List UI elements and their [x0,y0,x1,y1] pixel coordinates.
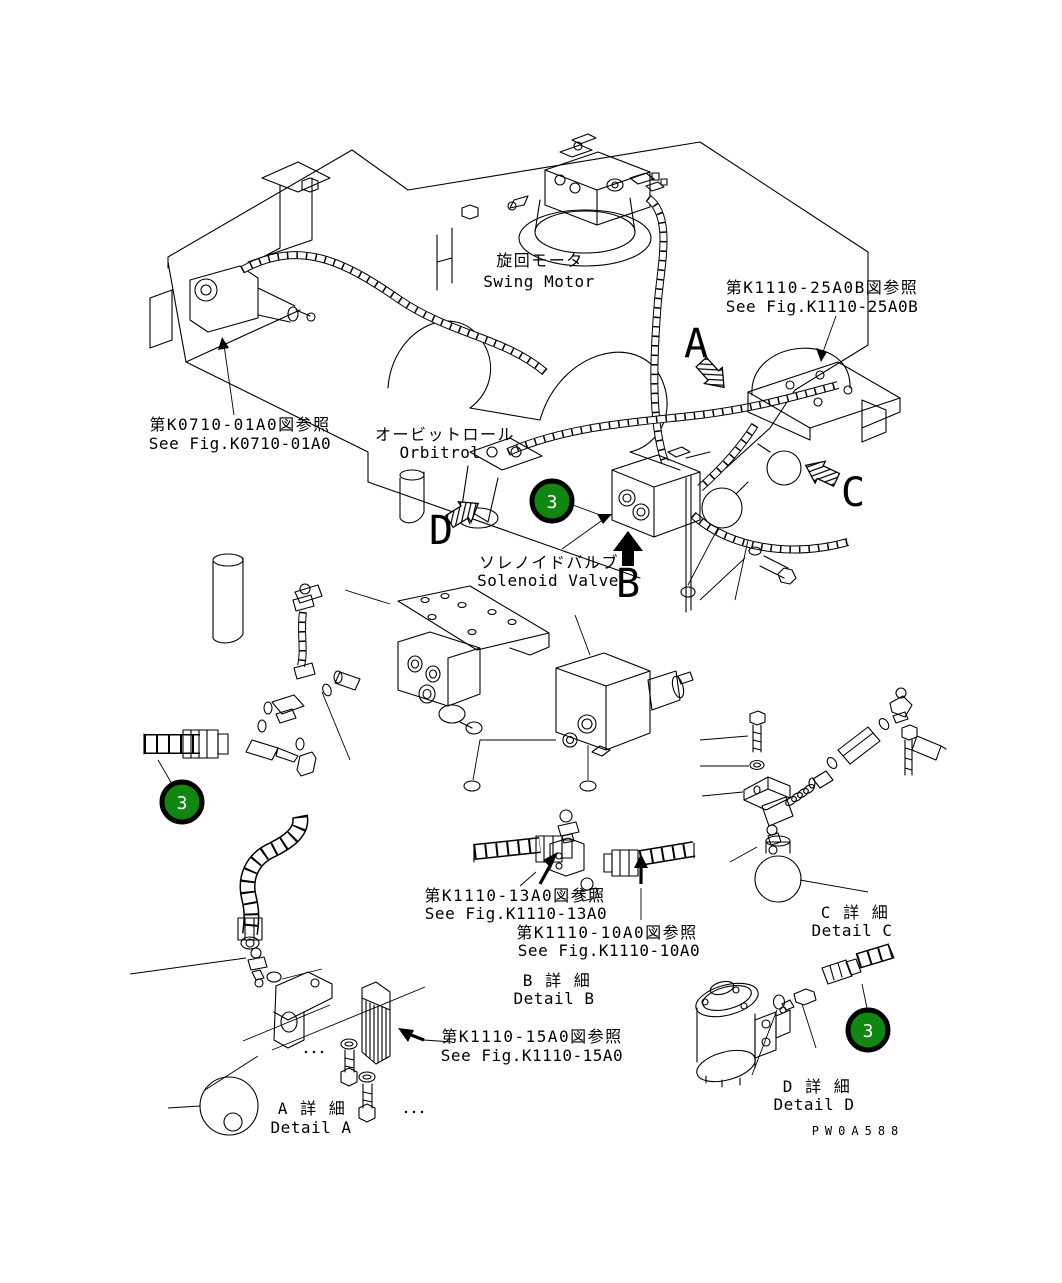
accumulator-group-detail-c [699,687,947,903]
text-labels: 旋回モータ Swing Motor 第K1110-25A0B図参照 See Fi… [149,251,918,1138]
tee-fitting-hoses [474,809,694,920]
mounting-plate-assembly [344,585,591,735]
label-swing-motor-jp: 旋回モータ [496,251,584,270]
label-detail-a-en: Detail A [270,1118,351,1137]
label-detail-b-jp: B 詳 細 [523,971,591,990]
hose-item-3-left [144,729,299,763]
leader-lines-top [218,315,837,550]
label-orbitrol-en: Orbitrol [399,443,480,462]
label-solenoid-jp: ソレノイドバルブ [479,553,619,572]
label-ref-10a0-jp: 第K1110-10A0図参照 [516,923,697,942]
label-ref-15a0-jp: 第K1110-15A0図参照 [441,1027,622,1046]
callout-number: 3 [547,492,558,513]
label-detail-d-jp: D 詳 細 [783,1077,851,1096]
label-orbitrol-jp: オービットロール [375,425,515,444]
drawing-number: PW0A588 [812,1124,905,1138]
callout-number: 3 [863,1021,874,1042]
curved-hose-lower-left [129,816,323,988]
solenoid-valve-unit [611,446,711,538]
view-letter-c: C [841,470,865,516]
pump-joint-k0710 [189,265,316,333]
view-arrow-b: B [613,531,643,607]
view-arrow-d: D [429,492,486,554]
label-ref-25a0b-jp: 第K1110-25A0B図参照 [726,278,918,297]
label-ref-13a0-en: See Fig.K1110-13A0 [425,904,607,923]
label-ref-13a0-jp: 第K1110-13A0図参照 [424,886,605,905]
label-solenoid-en: Solenoid Valve [477,571,619,590]
callout-number: 3 [177,793,188,814]
bracket-group-detail-a [167,971,453,1136]
view-b-arrow-icon [613,531,643,566]
label-ref-15a0-en: See Fig.K1110-15A0 [441,1046,623,1065]
label-detail-c-en: Detail C [811,921,892,940]
label-ref-0710-jp: 第K0710-01A0図参照 [149,415,330,434]
label-detail-a-jp: A 詳 細 [278,1099,346,1118]
label-ref-10a0-en: See Fig.K1110-10A0 [518,941,700,960]
view-letter-b: B [616,561,640,607]
view-arrow-a: A [684,321,734,397]
orbitrol-group-detail-d [695,946,894,1088]
label-ref-0710-en: See Fig.K0710-01A0 [149,434,331,453]
view-arrow-c: C [799,453,865,516]
label-swing-motor-en: Swing Motor [483,272,594,291]
steering-valve-assembly-k1110-25a0b [680,347,901,613]
view-c-arrow-icon [799,453,843,492]
solenoid-valve-exploded [463,652,694,792]
label-detail-d-en: Detail D [773,1095,854,1114]
callout-item-3-left[interactable]: 3 [157,759,205,825]
swing-motor [507,133,668,267]
callout-item-3-top[interactable]: 3 [529,478,575,524]
callout-item-3-detail-d[interactable]: 3 [845,1007,891,1053]
label-detail-b-en: Detail B [513,989,594,1008]
label-ref-25a0b-en: See Fig.K1110-25A0B [726,297,919,316]
label-detail-c-jp: C 詳 細 [821,903,889,922]
fittings-chain-left [257,583,361,777]
